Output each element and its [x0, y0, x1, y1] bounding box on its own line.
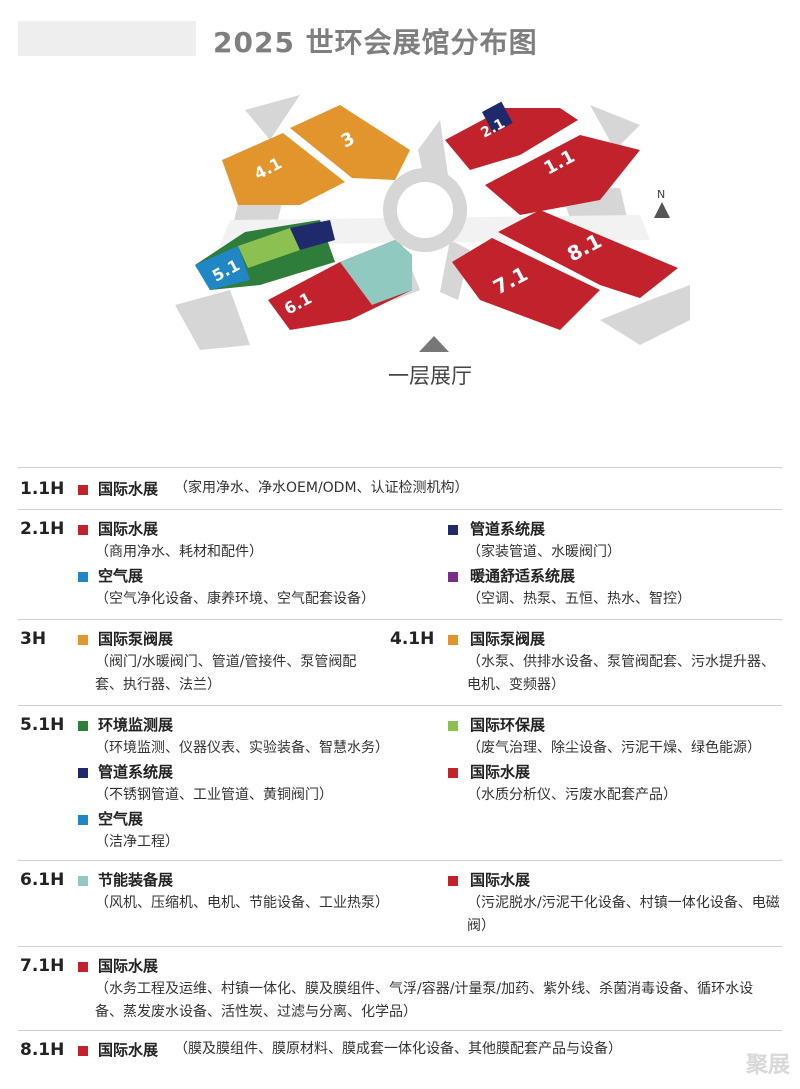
- section-divider: [18, 705, 782, 706]
- exhibition-name: 国际水展: [470, 763, 531, 781]
- exhibition-description: （阀门/水暖阀门、管道/管接件、泵管阀配套、执行器、法兰）: [95, 654, 357, 693]
- exhibition-description: （商用净水、耗材和配件）: [95, 544, 263, 560]
- exhibition-description: （水泵、供排水设备、泵管阀配套、污水提升器、电机、变频器）: [467, 654, 775, 693]
- hall-6-1-teal: [340, 240, 412, 305]
- section-divider: [18, 467, 782, 468]
- category-color-square: [78, 635, 88, 645]
- hall-3[interactable]: [290, 105, 410, 180]
- floor-label: 一层展厅: [388, 364, 472, 388]
- exhibition-description: （洁净工程）: [95, 834, 179, 850]
- hall-code: 2.1H: [20, 519, 65, 539]
- exhibition-name: 管道系统展: [98, 763, 174, 781]
- section-divider: [18, 619, 782, 620]
- hall-5-1-navy: [290, 220, 335, 250]
- exhibition-description: （膜及膜组件、膜原材料、膜成套一体化设备、其他膜配套产品与设备）: [174, 1041, 622, 1057]
- exhibition-description: （空调、热泵、五恒、热水、智控）: [467, 591, 691, 607]
- hall-code: 7.1H: [20, 956, 65, 976]
- page-title: 2025 世环会展馆分布图: [213, 26, 538, 59]
- hall-code: 6.1H: [20, 870, 65, 890]
- category-color-square: [78, 962, 88, 972]
- exhibition-description: （污泥脱水/污泥干化设备、村镇一体化设备、电磁阀）: [467, 895, 780, 934]
- exhibition-description: （空气净化设备、康养环境、空气配套设备）: [95, 591, 375, 607]
- exhibition-name: 节能装备展: [98, 871, 174, 889]
- category-color-square: [78, 572, 88, 582]
- hall-1-1[interactable]: [485, 135, 640, 215]
- exhibition-description: （环境监测、仪器仪表、实验装备、智慧水务）: [95, 740, 389, 756]
- hall-5-1-lightgreen: [238, 228, 300, 268]
- section-divider: [18, 1030, 782, 1031]
- entrance-arrow-icon: [419, 336, 449, 352]
- category-color-square: [448, 525, 458, 535]
- category-color-square: [78, 1046, 88, 1056]
- exhibition-name: 管道系统展: [470, 520, 546, 538]
- category-color-square: [448, 721, 458, 731]
- exhibition-name: 环境监测展: [98, 716, 174, 734]
- hall-7-1[interactable]: [452, 238, 600, 330]
- category-color-square: [78, 815, 88, 825]
- exhibition-name: 国际水展: [98, 520, 159, 538]
- hall-code: 3H: [20, 629, 47, 649]
- exhibition-name: 空气展: [98, 567, 144, 585]
- hall-code: 4.1H: [390, 629, 435, 649]
- exhibition-name: 国际泵阀展: [98, 630, 174, 648]
- category-color-square: [78, 485, 88, 495]
- exhibition-name: 国际水展: [470, 871, 531, 889]
- exhibition-description: （不锈钢管道、工业管道、黄铜阀门）: [95, 787, 333, 803]
- category-color-square: [448, 876, 458, 886]
- hall-code: 1.1H: [20, 479, 65, 499]
- section-divider: [18, 860, 782, 861]
- exhibition-description: （水质分析仪、污废水配套产品）: [467, 787, 677, 803]
- hall-5-1-blue: [195, 246, 250, 290]
- exhibition-name: 暖通舒适系统展: [470, 567, 576, 585]
- compass-arrow-icon: [654, 202, 670, 218]
- category-color-square: [78, 768, 88, 778]
- exhibition-description: （废气治理、除尘设备、污泥干燥、绿色能源）: [467, 740, 761, 756]
- center-plaza-inner: [397, 182, 453, 238]
- section-divider: [18, 946, 782, 947]
- hall-8-1[interactable]: [498, 210, 678, 298]
- category-color-square: [78, 721, 88, 731]
- exhibition-name: 国际泵阀展: [470, 630, 546, 648]
- exhibition-name: 国际水展: [98, 480, 159, 498]
- hall-map: 4.1 3 2.1 1.1 5.1 6.1 7.1 8.1 N: [175, 95, 690, 352]
- exhibition-description: （家用净水、净水OEM/ODM、认证检测机构）: [174, 480, 469, 496]
- category-color-square: [78, 876, 88, 886]
- hall-2-1[interactable]: [445, 108, 578, 170]
- category-color-square: [448, 572, 458, 582]
- hall-4-1[interactable]: [222, 133, 345, 205]
- category-color-square: [448, 768, 458, 778]
- watermark: 聚展: [745, 1053, 790, 1078]
- exhibition-name: 空气展: [98, 810, 144, 828]
- exhibition-name: 国际环保展: [470, 716, 546, 734]
- exhibition-name: 国际水展: [98, 957, 159, 975]
- hall-code: 5.1H: [20, 715, 65, 735]
- exhibition-description: （家装管道、水暖阀门）: [467, 544, 621, 560]
- hall-code: 8.1H: [20, 1040, 65, 1060]
- exhibition-name: 国际水展: [98, 1041, 159, 1059]
- section-divider: [18, 509, 782, 510]
- header-gray-bar: [18, 21, 196, 56]
- category-color-square: [78, 525, 88, 535]
- compass-label: N: [657, 188, 665, 201]
- exhibition-description: （水务工程及运维、村镇一体化、膜及膜组件、气浮/容器/计量泵/加药、紫外线、杀菌…: [95, 981, 754, 1020]
- hall-2-1-navy: [482, 101, 513, 134]
- exhibition-description: （风机、压缩机、电机、节能设备、工业热泵）: [95, 895, 389, 911]
- category-color-square: [448, 635, 458, 645]
